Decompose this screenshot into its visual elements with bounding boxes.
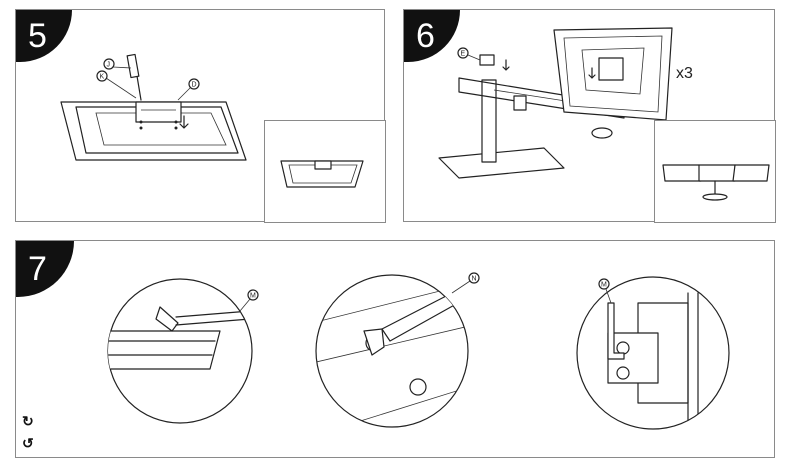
detail-3-hex-key: M bbox=[576, 276, 730, 430]
detail-1-hex-key: M bbox=[107, 278, 259, 424]
callout-e: E bbox=[461, 51, 466, 58]
multiplier-label: x3 bbox=[676, 65, 693, 82]
triple-monitor-illustration bbox=[662, 164, 770, 201]
step-5-number: 5 bbox=[28, 16, 47, 55]
callout-m-1: M bbox=[250, 293, 256, 300]
callout-m-2: M bbox=[601, 282, 607, 289]
monitor-mini-illustration bbox=[280, 160, 364, 188]
stand-assembly-illustration: E bbox=[438, 27, 673, 179]
callout-n: N bbox=[472, 276, 477, 283]
callout-k: K bbox=[100, 74, 105, 81]
step-5-inset bbox=[264, 120, 386, 223]
monitor-back-illustration: J K D bbox=[60, 53, 247, 161]
step-6-number: 6 bbox=[416, 16, 435, 55]
callout-j: J bbox=[107, 62, 111, 69]
step-5-panel: 5 J K D bbox=[15, 9, 386, 223]
step-7-number: 7 bbox=[28, 249, 47, 288]
step-6-badge: 6 bbox=[404, 10, 460, 62]
loosen-counterclockwise-icon: ↺ bbox=[22, 435, 34, 451]
step-6-inset bbox=[654, 120, 776, 223]
detail-2-wrench: N bbox=[315, 272, 480, 428]
step-6-panel: 6 E x3 bbox=[403, 9, 776, 223]
callout-d: D bbox=[192, 82, 197, 89]
tighten-clockwise-icon: ↻ bbox=[22, 413, 34, 429]
step-7-panel: 7 M N bbox=[15, 240, 775, 458]
step-5-badge: 5 bbox=[16, 10, 72, 62]
step-7-badge: 7 bbox=[16, 241, 74, 297]
